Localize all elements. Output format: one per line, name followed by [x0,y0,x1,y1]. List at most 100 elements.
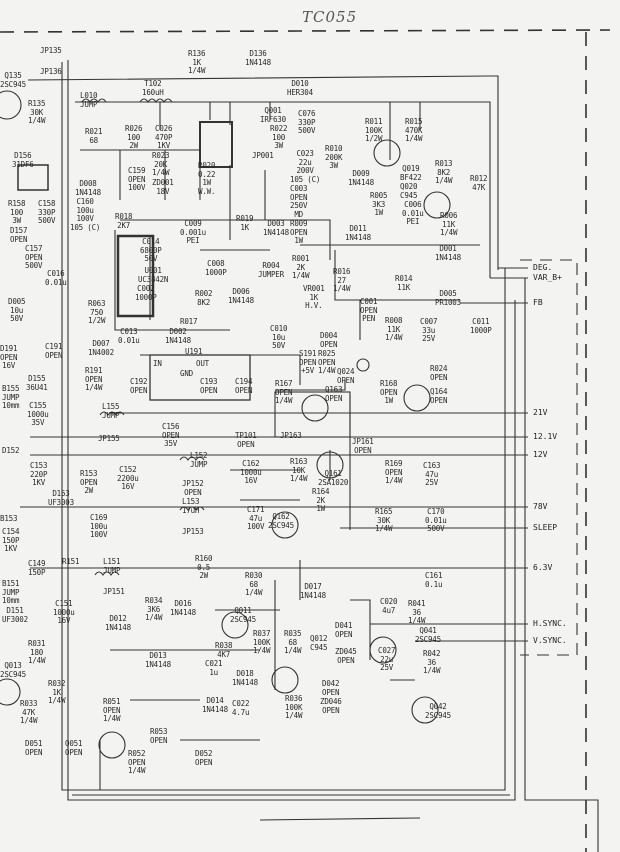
component-label-c156: C156 OPEN 35V [162,422,180,448]
component-label-r036: R036 100K 1/4W [285,694,303,720]
component-label-t102: T102 160uH [142,79,164,97]
component-label-d013: D013 1N4148 [145,651,171,669]
component-label-c010: C010 10u 50V [270,324,288,350]
component-label-r042: R042 36 1/4W [423,649,441,675]
component-label-c076: C076 330P 500V [298,109,316,135]
component-label-c158: C158 330P 500V [38,199,56,225]
connector-frame [520,259,578,656]
component-label-r052: R052 OPEN 1/4W [128,749,146,775]
component-label-c003: C003 OPEN 250V MD [290,184,308,219]
component-label-r168: R168 OPEN 1W [380,379,398,405]
component-label-r037: R037 100K 1/4W [253,629,271,655]
component-label-q024: Q024 OPEN [337,367,355,385]
component-label-r163: R163 10K 1/4W [290,457,308,483]
component-label-d009: D009 1N4148 [348,169,374,187]
component-label-d017: D017 1N4148 [300,582,326,600]
component-label-d052: D052 OPEN [195,749,213,767]
component-label-d001: D001 1N4148 [435,244,461,262]
component-label-c160: C160 100u 100V 105 (C) [70,197,101,232]
component-label-d011: D011 1N4148 [345,224,371,242]
component-label-u191: U191 [185,347,203,356]
component-label-c171: C171 47u 100V [247,505,265,531]
component-label-c152: C152 2200u 16V [117,465,139,491]
component-label-r008: R008 11K 1/4W [385,316,403,342]
component-label-jp155: JP155 [98,434,120,443]
component-label-q013: Q013 2SC945 [0,661,26,679]
component-label-u001: U001 UC3842N [138,266,169,284]
component-label-jp001: JP001 [252,151,274,160]
component-label-d157: D157 OPEN [10,226,28,244]
component-label-r135: R135 30K 1/4W [28,99,46,125]
component-label-r164: R164 2K 1W [312,487,330,513]
component-label-q011: Q011 2SC945 [230,606,256,624]
dashed-border-top [0,29,611,33]
component-label-c001: C001 OPEN PEN [360,297,378,323]
component-label-d005: D005 PR1003 [435,289,461,307]
component-label-c151: C151 1000u 16V [53,599,75,625]
component-label-c022: C022 4.7u [232,699,250,717]
component-label-r009: R009 OPEN 1W [290,219,308,245]
component-label-b155: B155 JUMP 10mm [2,384,20,410]
component-label-q020: Q020 C945 [400,182,418,200]
component-label-r030: R030 68 1/4W [245,571,263,597]
connector-78v: 78V [533,502,548,511]
component-label-b153: B153 [0,514,18,523]
component-label-r021: R021 68 [85,127,103,145]
component-label-c002: C002 1000P [135,284,157,302]
component-label-zd001: ZD001 18V [152,178,174,196]
component-label-c157: C157 OPEN 500V [25,244,43,270]
component-label-d012: D012 1N4148 [105,614,131,632]
component-label-q001: Q001 IRF630 [260,106,286,124]
component-label-d156: D156 31DF6 [12,151,34,169]
component-label-c153: C153 220P 1KV [30,461,48,487]
component-label-l152: L152 JUMP [190,451,208,469]
component-label-r169: R169 OPEN 1/4W [385,459,403,485]
connector-21v: 21V [533,408,548,417]
component-label-c161: C161 0.1u [425,571,443,589]
component-label-b151: B151 JUMP 10mm [2,579,20,605]
component-label-jp152: JP152 OPEN [182,479,204,497]
component-label-r026: R026 100 2W [125,124,143,150]
component-label-c023: C023 22u 200V 105 (C) [290,149,321,184]
component-label-l155: L155 JUMP [102,402,120,420]
component-label-q042: Q042 2SC945 [425,702,451,720]
component-label-c013: C013 0.01u [118,327,140,345]
connector-12-1v: 12.1V [533,432,558,441]
component-label-c008: C008 1000P [205,259,227,277]
connector-fb: FB [533,298,543,307]
component-label-tp101: TP101 OPEN [235,431,257,449]
component-label-d136: D136 1N4148 [245,49,271,67]
component-label-r063: R063 750 1/2W [88,299,106,325]
component-label-jp136: JP136 [40,67,62,76]
component-label-r031: R031 180 1/4W [28,639,46,665]
component-label-vr001: VR001 1K H.V. [303,284,325,310]
component-label-c007: C007 33u 25V [420,317,438,343]
regulator-u191 [149,354,251,401]
component-label-r035: R035 68 1/4W [284,629,302,655]
component-label-r018: R018 2K7 [115,212,133,230]
component-label-d155: D155 36U41 [26,374,48,392]
component-label-q051: Q051 OPEN [65,739,83,757]
component-label-r020: R020 0.22 1W W.W. [198,161,216,196]
component-label-r001: R001 2K 1/4W [292,254,310,280]
b-plus-rail [75,101,491,278]
component-label-jp151: JP151 [103,587,125,596]
component-label-d004: D004 OPEN [320,331,338,349]
component-label-r153: R153 OPEN 2W [80,469,98,495]
top-rail [27,75,499,270]
uc3842-ic [116,234,155,318]
component-label-r025: R025 OPEN 1/4W [318,349,336,375]
component-label-d191: D191 OPEN 16V [0,344,18,370]
component-label-c192: C192 OPEN [130,377,148,395]
component-label-c027: C027 22u 25V [378,646,396,672]
component-label-r010: R010 200K 3W [325,144,343,170]
component-label-c011: C011 1000P [470,317,492,335]
component-label-jp161: JP161 OPEN [352,437,374,455]
ic-pin-out: OUT [196,359,209,368]
component-label-d152: D152 [2,446,20,455]
component-label-d041: D041 OPEN [335,621,353,639]
component-label-d151: D151 UF3002 [2,606,28,624]
component-label-d002: D002 1N4148 [165,327,191,345]
component-label-d051: D051 OPEN [25,739,43,757]
component-label-q163: Q163 OPEN [325,385,343,403]
